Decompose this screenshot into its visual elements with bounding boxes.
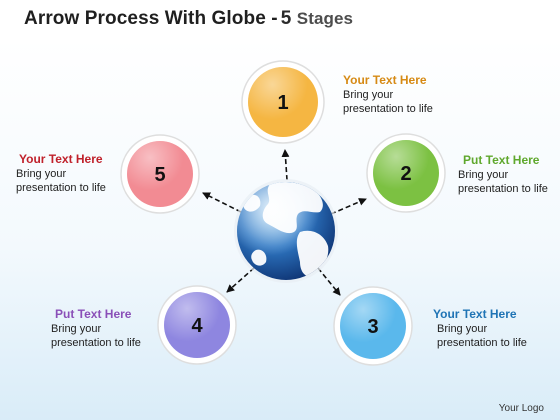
stage-3-body-line-1: Bring your	[437, 323, 488, 335]
stage-2-number: 2	[400, 163, 411, 185]
stage-2-label: Put Text Here Bring your presentation to…	[458, 153, 548, 196]
stage-2-body-line-1: Bring your	[458, 169, 509, 181]
title-suffix: Stages	[296, 9, 354, 28]
arrow-to-stage-4	[226, 267, 255, 293]
stage-1-body-line-2: presentation to life	[343, 103, 433, 115]
stage-5-label: Your Text Here Bring your presentation t…	[16, 152, 106, 195]
stage-4-body-line-1: Bring your	[51, 323, 102, 335]
stage-5-body-line-1: Bring your	[16, 168, 67, 180]
stage-4-circle: 4	[157, 285, 237, 365]
stage-3-label: Your Text Here Bring your presentation t…	[433, 307, 527, 350]
arrow-to-stage-1	[281, 149, 290, 181]
globe-icon	[234, 179, 338, 283]
page-title: Arrow Process With Globe -5 Stages	[24, 8, 353, 30]
stage-1-number: 1	[277, 92, 288, 114]
logo-text: Your Logo	[498, 403, 544, 414]
arrow-to-stage-2	[330, 198, 367, 215]
stage-2-heading: Put Text Here	[463, 153, 540, 167]
arrow-to-stage-5	[202, 192, 242, 213]
stage-2-body-line-2: presentation to life	[458, 183, 548, 195]
stage-5-number: 5	[154, 164, 165, 186]
stage-3-heading: Your Text Here	[433, 307, 517, 321]
stage-4-number: 4	[191, 315, 203, 337]
stage-3-number: 3	[367, 316, 378, 338]
stage-4-body-line-2: presentation to life	[51, 337, 141, 349]
connector-arrows	[202, 149, 367, 296]
stage-5-heading: Your Text Here	[19, 152, 103, 166]
stage-1-heading: Your Text Here	[343, 73, 427, 87]
title-number: 5	[280, 8, 292, 29]
stage-3-circle: 3	[333, 286, 413, 366]
stage-5-circle: 5	[120, 134, 200, 214]
stage-2-circle: 2	[366, 133, 446, 213]
title-main: Arrow Process With Globe -	[24, 8, 278, 29]
arrow-to-stage-3	[317, 267, 341, 296]
stage-3-body-line-2: presentation to life	[437, 337, 527, 349]
stage-1-body-line-1: Bring your	[343, 89, 394, 101]
stage-4-heading: Put Text Here	[55, 307, 132, 321]
stage-4-label: Put Text Here Bring your presentation to…	[51, 307, 141, 350]
stage-5-body-line-2: presentation to life	[16, 182, 106, 194]
stage-1-circle: 1	[241, 60, 325, 144]
stage-1-label: Your Text Here Bring your presentation t…	[343, 73, 433, 116]
